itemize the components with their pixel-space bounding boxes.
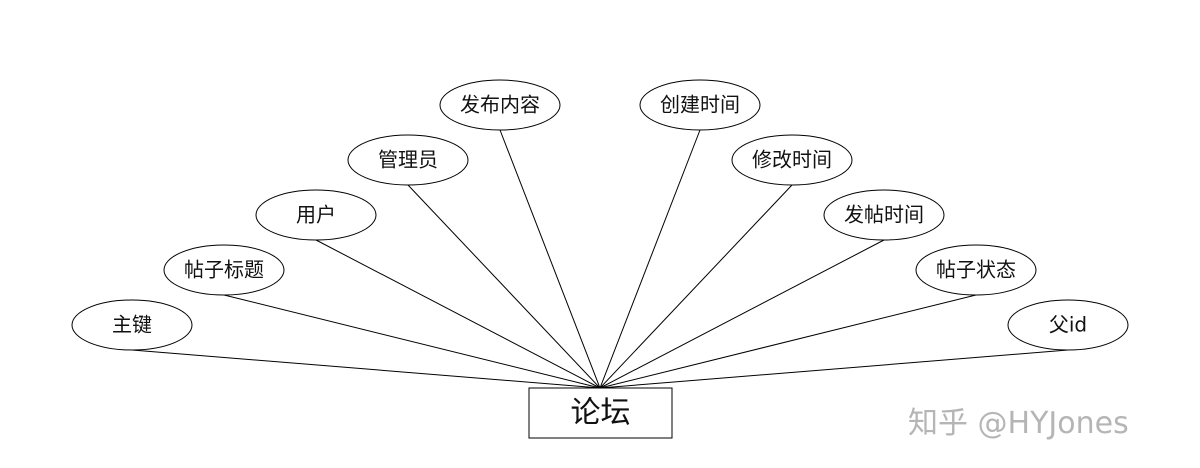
- connector-line: [599, 239, 885, 389]
- attribute-node: 发布内容: [439, 79, 561, 131]
- attribute-ellipse: [163, 244, 285, 296]
- connector-line: [315, 239, 601, 389]
- attribute-label: 创建时间: [660, 93, 740, 117]
- connector-line: [499, 129, 601, 389]
- attribute-label: 主键: [112, 313, 152, 337]
- attribute-label: 帖子状态: [936, 258, 1016, 282]
- attribute-ellipse: [639, 79, 761, 131]
- attribute-ellipse: [439, 79, 561, 131]
- entity-label: 论坛: [571, 396, 631, 431]
- attribute-label: 帖子标题: [184, 258, 264, 282]
- attribute-label: 管理员: [378, 148, 438, 172]
- attribute-label: 发帖时间: [844, 203, 924, 227]
- attribute-node: 帖子标题: [163, 244, 285, 296]
- attribute-node: 创建时间: [639, 79, 761, 131]
- connector-line: [599, 294, 977, 389]
- attribute-ellipse: [255, 189, 377, 241]
- attribute-label: 修改时间: [752, 148, 832, 172]
- attribute-label: 用户: [296, 203, 336, 227]
- attribute-node: 管理员: [347, 134, 469, 186]
- connector-line: [407, 184, 601, 389]
- attribute-node: 帖子状态: [915, 244, 1037, 296]
- connector-line: [223, 294, 601, 389]
- attribute-node: 父id: [1007, 299, 1129, 351]
- attribute-ellipse: [731, 134, 853, 186]
- connector-line: [599, 184, 793, 389]
- attribute-node: 用户: [255, 189, 377, 241]
- attribute-ellipse: [71, 299, 193, 351]
- attribute-ellipse: [347, 134, 469, 186]
- attribute-label: 父id: [1049, 313, 1087, 337]
- attribute-node: 发帖时间: [823, 189, 945, 241]
- entity-group: 论坛: [528, 387, 673, 439]
- entity-box: [528, 387, 673, 439]
- attribute-ellipse: [915, 244, 1037, 296]
- connector-line: [599, 349, 1069, 389]
- attribute-node: 主键: [71, 299, 193, 351]
- attribute-ellipse: [1007, 299, 1129, 351]
- attribute-label: 发布内容: [460, 93, 540, 117]
- connector-line: [131, 349, 601, 389]
- connector-line: [599, 129, 701, 389]
- attribute-node: 修改时间: [731, 134, 853, 186]
- attribute-ellipse: [823, 189, 945, 241]
- connector-group: [131, 129, 1069, 389]
- watermark: 知乎 @HYJones: [908, 406, 1129, 441]
